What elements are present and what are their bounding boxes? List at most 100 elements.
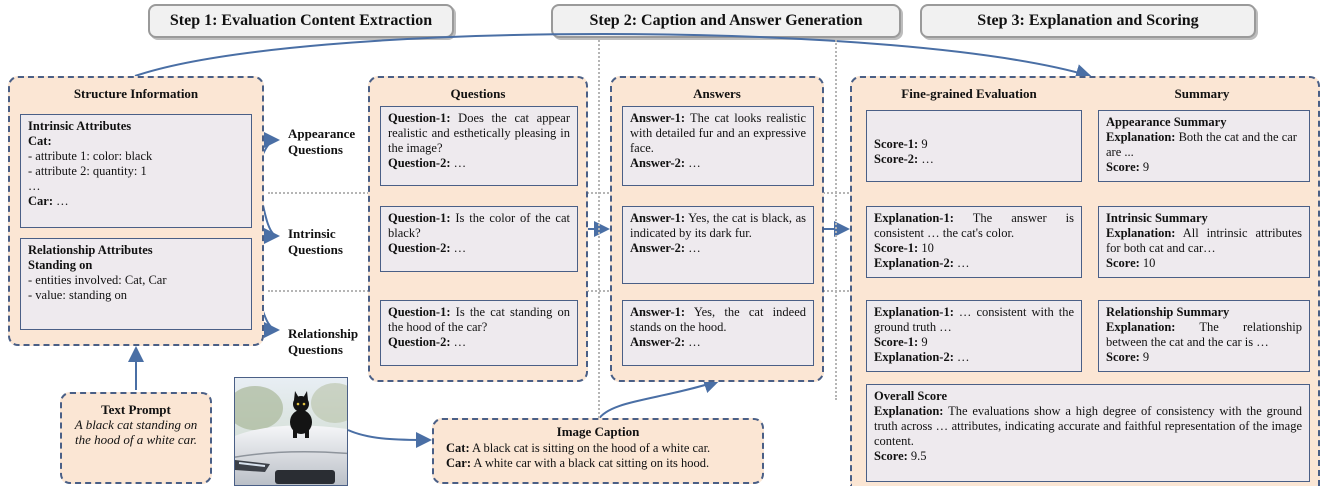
overall-score-box: Overall Score Explanation: The evaluatio…: [866, 384, 1310, 482]
intrinsic-q2-label: Question-2:: [388, 241, 451, 255]
appearance-score-label: Score:: [1106, 160, 1140, 174]
image-caption-title: Image Caption: [556, 424, 640, 439]
generated-image: [234, 377, 348, 486]
appearance-exp-label: Explanation:: [1106, 130, 1176, 144]
appearance-summary-box: Appearance Summary Explanation: Both the…: [1098, 110, 1310, 182]
step3-header: Step 3: Explanation and Scoring: [920, 4, 1256, 38]
step1-header: Step 1: Evaluation Content Extraction: [148, 4, 454, 38]
appearance-q2-label: Question-2:: [388, 156, 451, 170]
car-entity-value: …: [53, 194, 69, 208]
caption-cat-label: Cat:: [446, 441, 470, 455]
intrinsic-q1-text: Is the color of the cat black?: [388, 211, 570, 240]
text-prompt-text: A black cat standing on the hood of a wh…: [74, 417, 198, 447]
relationship-answers-box: Answer-1: Yes, the cat indeed stands on …: [622, 300, 814, 366]
intrinsic-line-3: …: [28, 179, 41, 193]
text-prompt-panel: Text Prompt A black cat standing on the …: [60, 392, 212, 484]
intrinsic-q2-text: …: [450, 241, 467, 255]
appearance-exp-text: Both the cat and the car are ...: [1106, 130, 1297, 159]
relationship-exp-label: Explanation:: [1106, 320, 1176, 334]
appearance-questions-label: Appearance Questions: [288, 126, 356, 157]
intrinsic-q1-label: Question-1:: [388, 211, 451, 225]
appearance-summary-heading: Appearance Summary: [1106, 115, 1227, 129]
appearance-questions-box: Question-1: Does the cat appear realisti…: [380, 106, 578, 186]
relationship-questions-box: Question-1: Is the cat standing on the h…: [380, 300, 578, 366]
relationship-e1-label: Explanation-1:: [874, 305, 954, 319]
appearance-s2-value: …: [918, 152, 934, 166]
relationship-a2-text: …: [685, 335, 701, 349]
image-caption-panel: Image Caption Cat: A black cat is sittin…: [432, 418, 764, 484]
answers-panel: Answers Answer-1: The cat looks realisti…: [610, 76, 824, 382]
relationship-attributes-box: Relationship Attributes Standing on - en…: [20, 238, 252, 330]
intrinsic-questions-box: Question-1: Is the color of the cat blac…: [380, 206, 578, 272]
intrinsic-score-label: Score:: [1106, 256, 1140, 270]
intrinsic-line-1: - attribute 1: color: black: [28, 149, 153, 163]
text-prompt-title: Text Prompt: [101, 402, 171, 417]
relationship-summary-box: Relationship Summary Explanation: The re…: [1098, 300, 1310, 372]
intrinsic-s1-label: Score-1:: [874, 241, 919, 255]
relationship-a1-text: Yes, the cat indeed stands on the hood.: [630, 305, 806, 334]
relationship-q2-label: Question-2:: [388, 335, 451, 349]
overall-exp-label: Explanation:: [874, 404, 944, 418]
intrinsic-e2-label: Explanation-2:: [874, 256, 954, 270]
intrinsic-summary-heading: Intrinsic Summary: [1106, 211, 1208, 225]
relationship-line-2: - value: standing on: [28, 288, 127, 302]
intrinsic-a2-label: Answer-2:: [630, 241, 686, 255]
intrinsic-a1-label: Answer-1:: [630, 211, 686, 225]
appearance-s1-value: 9: [918, 137, 928, 151]
relationship-eval-box: Explanation-1: … consistent with the gro…: [866, 300, 1082, 372]
column-separator-1: [598, 40, 600, 430]
relationship-q1-text: Is the cat standing on the hood of the c…: [388, 305, 570, 334]
appearance-score-value: 9: [1139, 160, 1150, 174]
caption-cat-text: A black cat is sitting on the hood of a …: [469, 441, 711, 455]
summary-title: Summary: [1174, 86, 1230, 101]
intrinsic-questions-label: Intrinsic Questions: [288, 226, 343, 257]
appearance-a2-text: …: [685, 156, 701, 170]
intrinsic-a2-text: …: [685, 241, 701, 255]
relationship-score-label: Score:: [1106, 350, 1140, 364]
intrinsic-line-2: - attribute 2: quantity: 1: [28, 164, 147, 178]
relationship-q1-label: Question-1:: [388, 305, 451, 319]
relationship-line-1: - entities involved: Cat, Car: [28, 273, 167, 287]
appearance-a2-label: Answer-2:: [630, 156, 686, 170]
relationship-e2-label: Explanation-2:: [874, 350, 954, 364]
intrinsic-heading: Intrinsic Attributes: [28, 119, 132, 133]
intrinsic-e1-label: Explanation-1:: [874, 211, 954, 225]
intrinsic-a1-text: Yes, the cat is black, as indicated by i…: [630, 211, 806, 240]
appearance-a1-label: Answer-1:: [630, 111, 686, 125]
structure-panel: Structure Information Intrinsic Attribut…: [8, 76, 264, 346]
questions-panel: Questions Question-1: Does the cat appea…: [368, 76, 588, 382]
overall-score-value: 9.5: [907, 449, 927, 463]
relationship-heading: Relationship Attributes: [28, 243, 153, 257]
appearance-q1-text: Does the cat appear realistic and esthet…: [388, 111, 570, 155]
appearance-s2-label: Score-2:: [874, 152, 919, 166]
step2-header: Step 2: Caption and Answer Generation: [551, 4, 901, 38]
relationship-e2-text: …: [953, 350, 970, 364]
appearance-answers-box: Answer-1: The cat looks realistic with d…: [622, 106, 814, 186]
relationship-score-value: 9: [1139, 350, 1150, 364]
appearance-q2-text: …: [450, 156, 467, 170]
intrinsic-exp-text: All intrinsic attributes for both cat an…: [1106, 226, 1302, 255]
intrinsic-exp-label: Explanation:: [1106, 226, 1176, 240]
overall-exp-text: The evaluations show a high degree of co…: [874, 404, 1302, 448]
relationship-sub: Standing on: [28, 258, 93, 272]
relationship-e1-text: … consistent with the ground truth …: [874, 305, 1074, 334]
questions-title: Questions: [450, 86, 506, 101]
overall-heading: Overall Score: [874, 389, 948, 403]
overall-score-label: Score:: [874, 449, 908, 463]
relationship-a1-label: Answer-1:: [630, 305, 686, 319]
intrinsic-score-value: 10: [1139, 256, 1156, 270]
appearance-s1-label: Score-1:: [874, 137, 919, 151]
answers-title: Answers: [693, 86, 741, 101]
relationship-s1-label: Score-1:: [874, 335, 919, 349]
intrinsic-e2-text: …: [953, 256, 970, 270]
caption-car-label: Car:: [446, 456, 471, 470]
column-separator-2: [835, 40, 837, 400]
structure-title: Structure Information: [73, 86, 199, 101]
car-entity-label: Car:: [28, 194, 53, 208]
fine-grained-title: Fine-grained Evaluation: [901, 86, 1037, 101]
relationship-exp-text: The relationship between the cat and the…: [1106, 320, 1302, 349]
evaluation-panel: Fine-grained Evaluation Summary Score-1:…: [850, 76, 1320, 486]
relationship-summary-heading: Relationship Summary: [1106, 305, 1230, 319]
intrinsic-s1-value: 10: [918, 241, 934, 255]
caption-car-text: A white car with a black cat sitting on …: [471, 456, 710, 470]
